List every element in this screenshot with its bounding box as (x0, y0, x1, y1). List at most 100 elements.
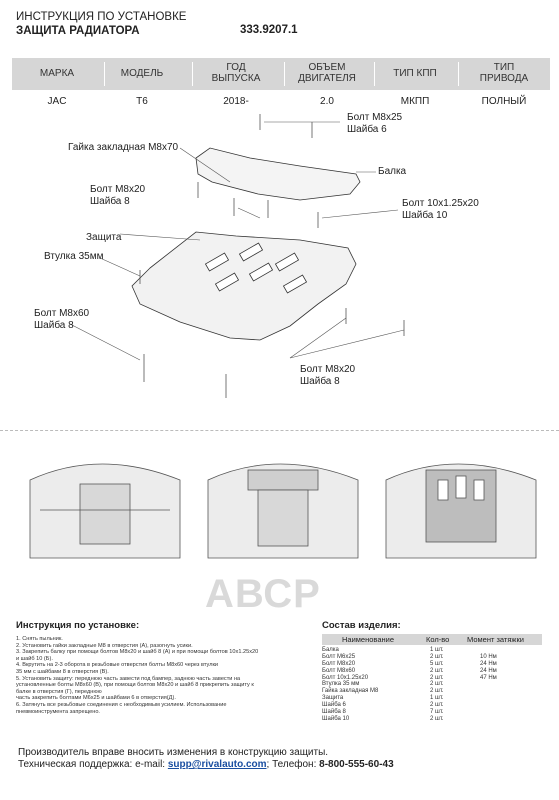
part-qty: 1 шт. (430, 695, 444, 702)
install-steps: 1. Снять пыльник. 2. Установить гайки за… (16, 636, 306, 715)
part-name: Балка (322, 647, 339, 653)
callout-bolt-m8x60: Болт М8х60 (34, 308, 90, 319)
install-step: установленные болты М8х60 (В), при помощ… (16, 682, 254, 689)
spec-header-model: МОДЕЛЬ (120, 68, 164, 79)
callout-bolt-m8x20-a: Болт М8х20 (90, 184, 146, 195)
part-qty: 2 шт. (430, 674, 444, 681)
table-row: Болт М8х20 5 шт. 24 Нм (322, 661, 542, 668)
part-name: Шайба 10 (322, 715, 350, 722)
table-row: Защита 1 шт. (322, 695, 542, 702)
table-row: Шайба 10 2 шт. (322, 716, 542, 723)
install-step: 4. Вкрутить на 2-3 оборота в резьбовые о… (16, 662, 219, 669)
install-step: 1. Снять пыльник. (16, 636, 63, 642)
support-label: Техническая поддержка: e-mail: (18, 759, 166, 770)
part-name: Втулка 35 мм (322, 681, 360, 688)
fasteners-drawing (139, 114, 405, 398)
spec-model: T6 (136, 96, 148, 107)
header-title-line1: ИНСТРУКЦИЯ ПО УСТАНОВКЕ (16, 11, 187, 23)
spec-brand: JAC (47, 96, 67, 107)
view-3 (385, 463, 537, 559)
leader-lines (69, 121, 405, 361)
parts-table-header: Наименование Кол-во Момент затяжки (322, 634, 542, 645)
spec-header-brand: МАРКА (39, 68, 75, 79)
spec-table-row: JAC T6 2018- 2.0 МКПП ПОЛНЫЙ (12, 90, 550, 112)
callout-bolt-m8x20-b: Болт М8х20 (300, 364, 356, 375)
parts-title: Состав изделия: (322, 620, 401, 631)
part-qty: 2 шт. (430, 667, 444, 674)
section-divider (0, 430, 559, 431)
assembly-diagram: Болт М8х25 Шайба 6 Гайка закладная М8х70… (0, 108, 559, 428)
part-torque: 24 Нм (480, 667, 497, 674)
part-name: Гайка закладная М8 (322, 688, 379, 695)
spec-header-year: ГОД ВЫПУСКА (211, 62, 261, 84)
assembly-drawing (69, 114, 405, 398)
spec-table-header: МАРКА МОДЕЛЬ ГОД ВЫПУСКА ОБЪЕМ ДВИГАТЕЛЯ… (12, 58, 550, 90)
install-step: пневмоинструмента запрещено. (16, 708, 100, 715)
callout-nut-m8x70: Гайка закладная М8х70 (68, 142, 179, 153)
callout-bushing-35: Втулка 35мм (44, 251, 104, 262)
part-name: Болт М8х20 (322, 660, 356, 667)
install-step: и шайб 10 (Б). (16, 655, 53, 662)
parts-header-qty: Кол-во (426, 635, 450, 644)
part-qty: 7 шт. (430, 709, 444, 716)
part-qty: 2 шт. (430, 688, 444, 695)
part-torque: 10 Нм (480, 653, 497, 660)
spec-header-gearbox: ТИП КПП (393, 68, 437, 79)
install-step: 5. Установить защиту: переднюю часть зав… (16, 675, 241, 682)
callout-washer-8-c: Шайба 8 (300, 376, 340, 387)
installation-photos (20, 440, 545, 570)
part-qty: 2 шт. (430, 681, 444, 688)
part-qty: 2 шт. (430, 715, 444, 722)
view-2 (207, 463, 359, 559)
phone-label: ; Телефон: (266, 759, 317, 770)
callout-beam: Балка (378, 166, 407, 177)
install-step: балке в отверстия (Г), переднюю (16, 688, 102, 695)
support-email-link[interactable]: supp@rivalauto.com (167, 759, 267, 770)
part-name: Болт М6х25 (322, 653, 356, 660)
callout-bolt-10x125x20: Болт 10х1.25х20 (402, 198, 479, 209)
part-name: Болт М8х60 (322, 667, 356, 674)
install-step: 6. Затянуть все резьбовые соединения с н… (16, 701, 227, 708)
product-code: 333.9207.1 (240, 24, 298, 36)
part-name: Защита (322, 695, 344, 702)
parts-header-name: Наименование (342, 635, 394, 644)
part-name: Болт 10х1.25х20 (322, 674, 369, 681)
part-torque: 47 Нм (480, 674, 497, 681)
footer-support: Техническая поддержка: e-mail: supp@riva… (18, 759, 394, 770)
footer-notice: Производитель вправе вносить изменения в… (18, 747, 329, 758)
part-qty: 1 шт. (430, 647, 444, 653)
spec-header-engine: ОБЪЕМ ДВИГАТЕЛЯ (298, 62, 356, 84)
part-torque: 24 Нм (480, 660, 497, 667)
install-step: часть закрепить болтами М6х25 и шайбами … (16, 695, 176, 702)
guard-slots (204, 242, 308, 294)
callout-washer-8-a: Шайба 8 (90, 196, 130, 207)
table-row: Болт М8х60 2 шт. 24 Нм (322, 668, 542, 675)
installation-views-drawing (29, 463, 537, 559)
install-step: 2. Установить гайки закладные М8 в отвер… (16, 642, 193, 649)
document-header: ИНСТРУКЦИЯ ПО УСТАНОВКЕ ЗАЩИТА РАДИАТОРА (16, 10, 186, 38)
part-qty: 5 шт. (430, 660, 444, 667)
spec-gearbox: МКПП (400, 96, 430, 107)
guard-drawing (131, 231, 357, 341)
part-qty: 2 шт. (430, 702, 444, 709)
spec-year: 2018- (223, 96, 249, 107)
callout-washer-10: Шайба 10 (402, 210, 448, 221)
support-phone[interactable]: 8-800-555-60-43 (319, 759, 394, 770)
callout-guard: Защита (86, 232, 122, 243)
header-title-line2: ЗАЩИТА РАДИАТОРА (16, 25, 140, 37)
beam-drawing (195, 147, 361, 201)
table-row: Втулка 35 мм 2 шт. (322, 681, 542, 688)
part-name: Шайба 6 (322, 702, 346, 709)
parts-header-torque: Момент затяжки (467, 635, 524, 644)
callout-bolt-m8x25: Болт М8х25 (347, 112, 403, 123)
install-title: Инструкция по установке: (16, 620, 140, 631)
spec-header-drive: ТИП ПРИВОДА (479, 62, 529, 84)
watermark: АВСР (205, 572, 321, 616)
install-step: 35 мм с шайбами 8 в отверстия (В). (16, 668, 109, 675)
table-row: Болт 10х1.25х20 2 шт. 47 Нм (322, 675, 542, 682)
spec-drive: ПОЛНЫЙ (481, 96, 527, 107)
table-row: Гайка закладная М8 2 шт. (322, 688, 542, 695)
